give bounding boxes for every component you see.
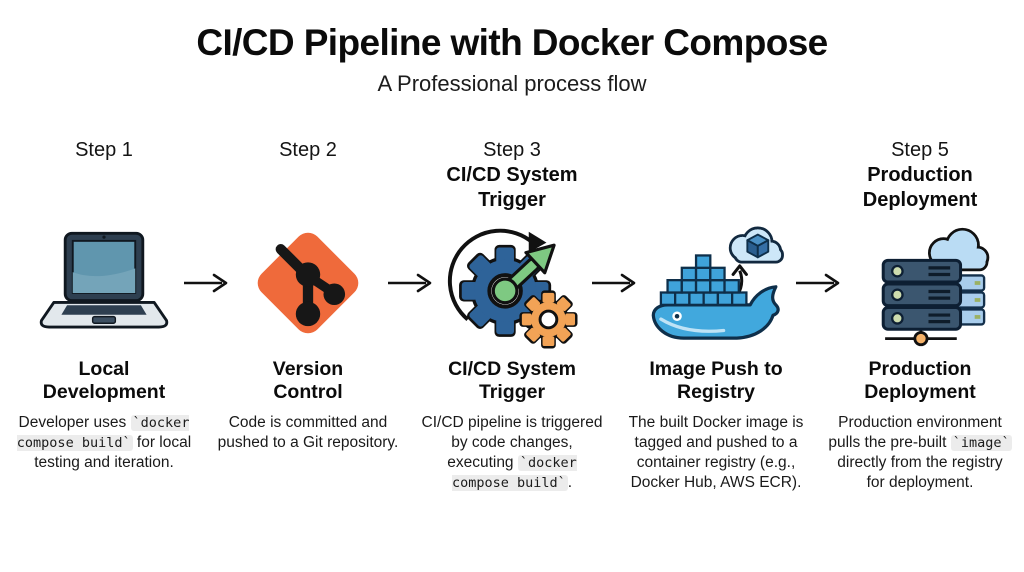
step-icon-area: [216, 217, 400, 349]
step-title: Version Control: [272, 358, 344, 403]
right-arrow-icon: [592, 273, 636, 293]
flow-arrow-4: [796, 273, 840, 293]
step-title: Image Push to Registry: [649, 358, 783, 403]
right-arrow-icon: [184, 273, 228, 293]
step-description: Code is committed and pushed to a Git re…: [217, 414, 399, 452]
step-label-area: [624, 109, 808, 217]
step-label: Step 3: [483, 139, 541, 161]
step-label: Step 1: [75, 139, 133, 161]
laptop-icon: [39, 231, 169, 329]
step-column-local-development: Step 1 Local Development Developer uses …: [12, 109, 196, 473]
git-icon: [257, 232, 359, 334]
step-label-area: Step 3 CI/CD System Trigger: [420, 109, 604, 217]
docker-whale-icon: [651, 226, 784, 340]
flow-arrow-1: [184, 273, 228, 293]
right-arrow-icon: [388, 273, 432, 293]
cicd-gears-icon: [447, 228, 578, 349]
inline-code: `image`: [950, 435, 1012, 452]
step-icon-area: [420, 217, 604, 349]
step-column-production-deployment: Step 5 Production Deployment: [828, 109, 1012, 494]
flow-arrow-3: [592, 273, 636, 293]
step-icon-area: [12, 217, 196, 349]
step-icon-area: [828, 217, 1012, 349]
step-pre-header: CI/CD System Trigger: [446, 164, 578, 211]
step-title: Production Deployment: [864, 358, 976, 403]
inline-code: `docker compose build`: [451, 455, 577, 492]
page-subtitle: A Professional process flow: [377, 71, 647, 96]
right-arrow-icon: [796, 273, 840, 293]
diagram-header: CI/CD Pipeline with Docker Compose A Pro…: [0, 0, 1024, 97]
process-flow: Step 1 Local Development Developer uses …: [0, 109, 1024, 494]
step-description: Production environment pulls the pre-bui…: [828, 414, 1012, 492]
step-label: Step 5: [891, 139, 949, 161]
step-title: CI/CD System Trigger: [448, 358, 576, 403]
step-label-area: Step 2: [216, 109, 400, 217]
step-pre-header: Production Deployment: [862, 164, 978, 211]
step-icon-area: [624, 217, 808, 349]
page-title: CI/CD Pipeline with Docker Compose: [196, 22, 828, 63]
step-description: CI/CD pipeline is triggered by code chan…: [421, 414, 603, 492]
step-column-image-push: Image Push to Registry The built Docker …: [624, 109, 808, 494]
step-column-cicd-trigger: Step 3 CI/CD System Trigger: [420, 109, 604, 494]
step-title: Local Development: [42, 358, 166, 403]
step-label-area: Step 5 Production Deployment: [828, 109, 1012, 217]
inline-code: `docker compose build`: [16, 415, 190, 452]
step-column-version-control: Step 2 Version Control Code is committed…: [216, 109, 400, 453]
server-stack-icon: [881, 227, 990, 347]
step-description: Developer uses `docker compose build` fo…: [16, 414, 192, 472]
step-description: The built Docker image is tagged and pus…: [628, 414, 804, 492]
step-label-area: Step 1: [12, 109, 196, 217]
step-label: Step 2: [279, 139, 337, 161]
flow-arrow-2: [388, 273, 432, 293]
